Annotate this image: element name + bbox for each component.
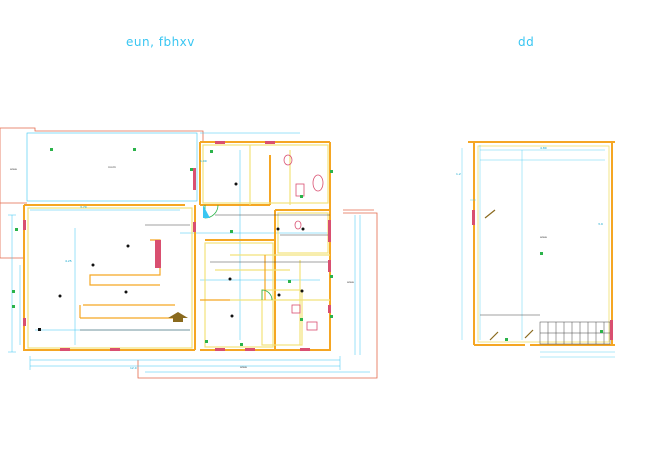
- svg-text:area: area: [10, 167, 17, 171]
- tiny-labels: area room area area 3.70 4.25 1.00 12.0: [10, 159, 354, 370]
- markers: [38, 182, 305, 331]
- plan-title-right: dd: [518, 35, 535, 49]
- interior-partitions: [79, 239, 266, 319]
- svg-text:room: room: [108, 165, 116, 169]
- right-markers: [484, 209, 534, 341]
- floor-plan-right: area 4.80 1.2 3.9: [456, 141, 615, 358]
- bath-fixtures: [283, 154, 324, 331]
- svg-text:3.70: 3.70: [80, 205, 87, 209]
- site-outline: [0, 127, 378, 379]
- interior-lines: [80, 214, 330, 331]
- door-swing: [204, 204, 273, 301]
- fixtures: [23, 141, 331, 351]
- right-annotations: [505, 252, 603, 341]
- svg-text:3.9: 3.9: [598, 222, 603, 226]
- svg-text:4.25: 4.25: [65, 259, 72, 263]
- right-dimension-lines: [461, 145, 615, 358]
- right-walls: [468, 141, 615, 346]
- svg-text:area: area: [240, 365, 247, 369]
- svg-text:area: area: [540, 235, 547, 239]
- right-tiny-labels: area 4.80 1.2 3.9: [456, 146, 603, 239]
- stair-arrow: [168, 312, 188, 322]
- svg-text:4.80: 4.80: [540, 146, 547, 150]
- right-stairs: [480, 314, 611, 345]
- plan-title-left: eun, fbhxv: [126, 35, 195, 49]
- right-inner-walls: [477, 145, 610, 343]
- right-fixtures: [472, 210, 613, 340]
- annotations: [12, 148, 333, 346]
- svg-text:area: area: [347, 280, 354, 284]
- entrance-triangle: [203, 205, 210, 218]
- svg-text:1.2: 1.2: [456, 172, 461, 176]
- svg-text:12.0: 12.0: [130, 366, 137, 370]
- floor-plan-left: area room area area 3.70 4.25 1.00 12.0: [0, 127, 378, 379]
- svg-text:1.00: 1.00: [200, 159, 207, 163]
